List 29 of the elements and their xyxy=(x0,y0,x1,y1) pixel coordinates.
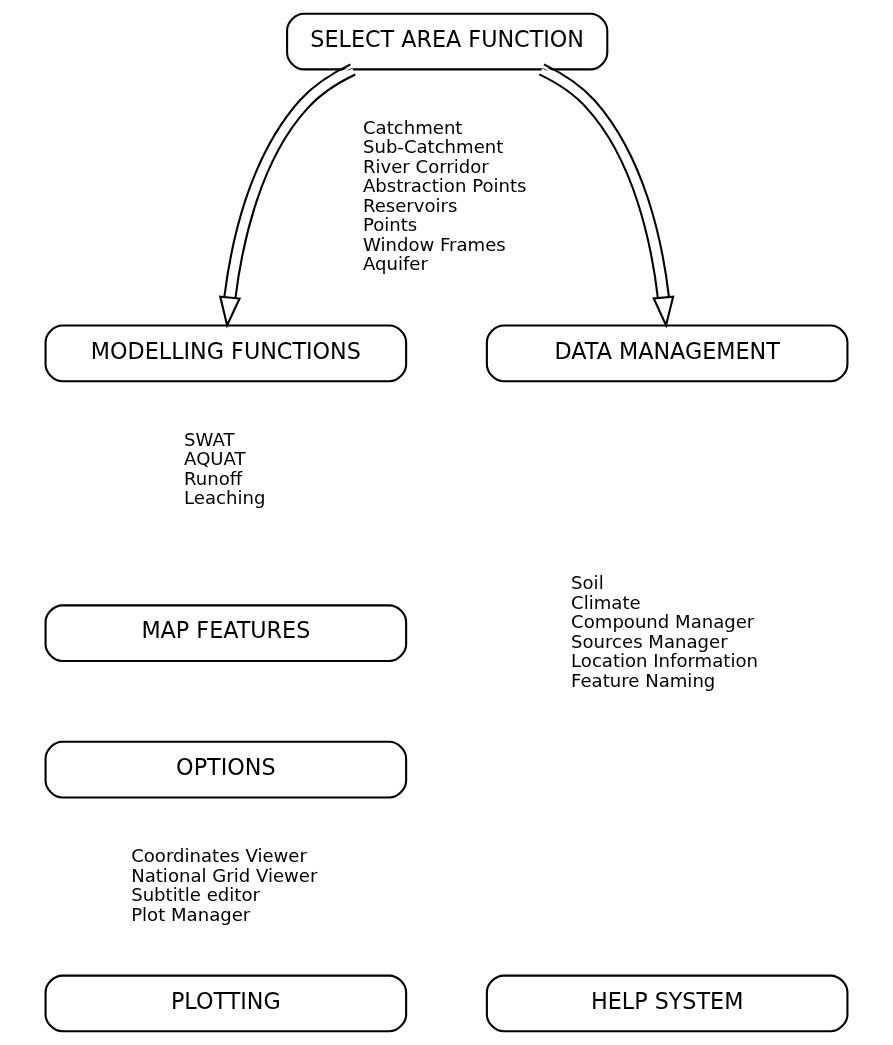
node-label: Climate xyxy=(571,591,641,613)
node-label: Sub-Catchment xyxy=(362,136,504,158)
node-label: Points xyxy=(362,214,418,236)
node-label: Subtitle editor xyxy=(131,884,260,906)
node-label: River Corridor xyxy=(362,155,489,177)
node-label: SWAT xyxy=(184,428,235,450)
node-label: Soil xyxy=(571,572,604,594)
node-label: Window Frames xyxy=(362,233,506,255)
node-label: Feature Naming xyxy=(571,669,716,691)
node-box: PLOTTING xyxy=(44,974,408,1033)
node-box: DATA MANAGEMENT xyxy=(485,324,849,383)
node-box: HELP SYSTEM xyxy=(485,974,849,1033)
node-label: Reservoirs xyxy=(362,194,458,216)
node-box: SELECT AREA FUNCTION xyxy=(286,12,609,71)
node-box: OPTIONS xyxy=(44,740,408,799)
node-label: Runoff xyxy=(184,467,243,489)
node-label: Plot Manager xyxy=(131,903,251,925)
node-label: Leaching xyxy=(184,487,266,509)
node-label: Aquifer xyxy=(362,253,428,275)
node-label: Abstraction Points xyxy=(362,175,527,197)
node-label: Coordinates Viewer xyxy=(131,845,307,867)
arrow xyxy=(538,63,675,329)
arrow xyxy=(218,63,356,329)
node-label: Compound Manager xyxy=(571,611,755,633)
node-label: National Grid Viewer xyxy=(131,864,318,886)
node-box: MAP FEATURES xyxy=(44,604,408,663)
node-label: Catchment xyxy=(362,116,463,138)
node-box: MODELLING FUNCTIONS xyxy=(44,324,408,383)
node-label: AQUAT xyxy=(184,448,246,470)
